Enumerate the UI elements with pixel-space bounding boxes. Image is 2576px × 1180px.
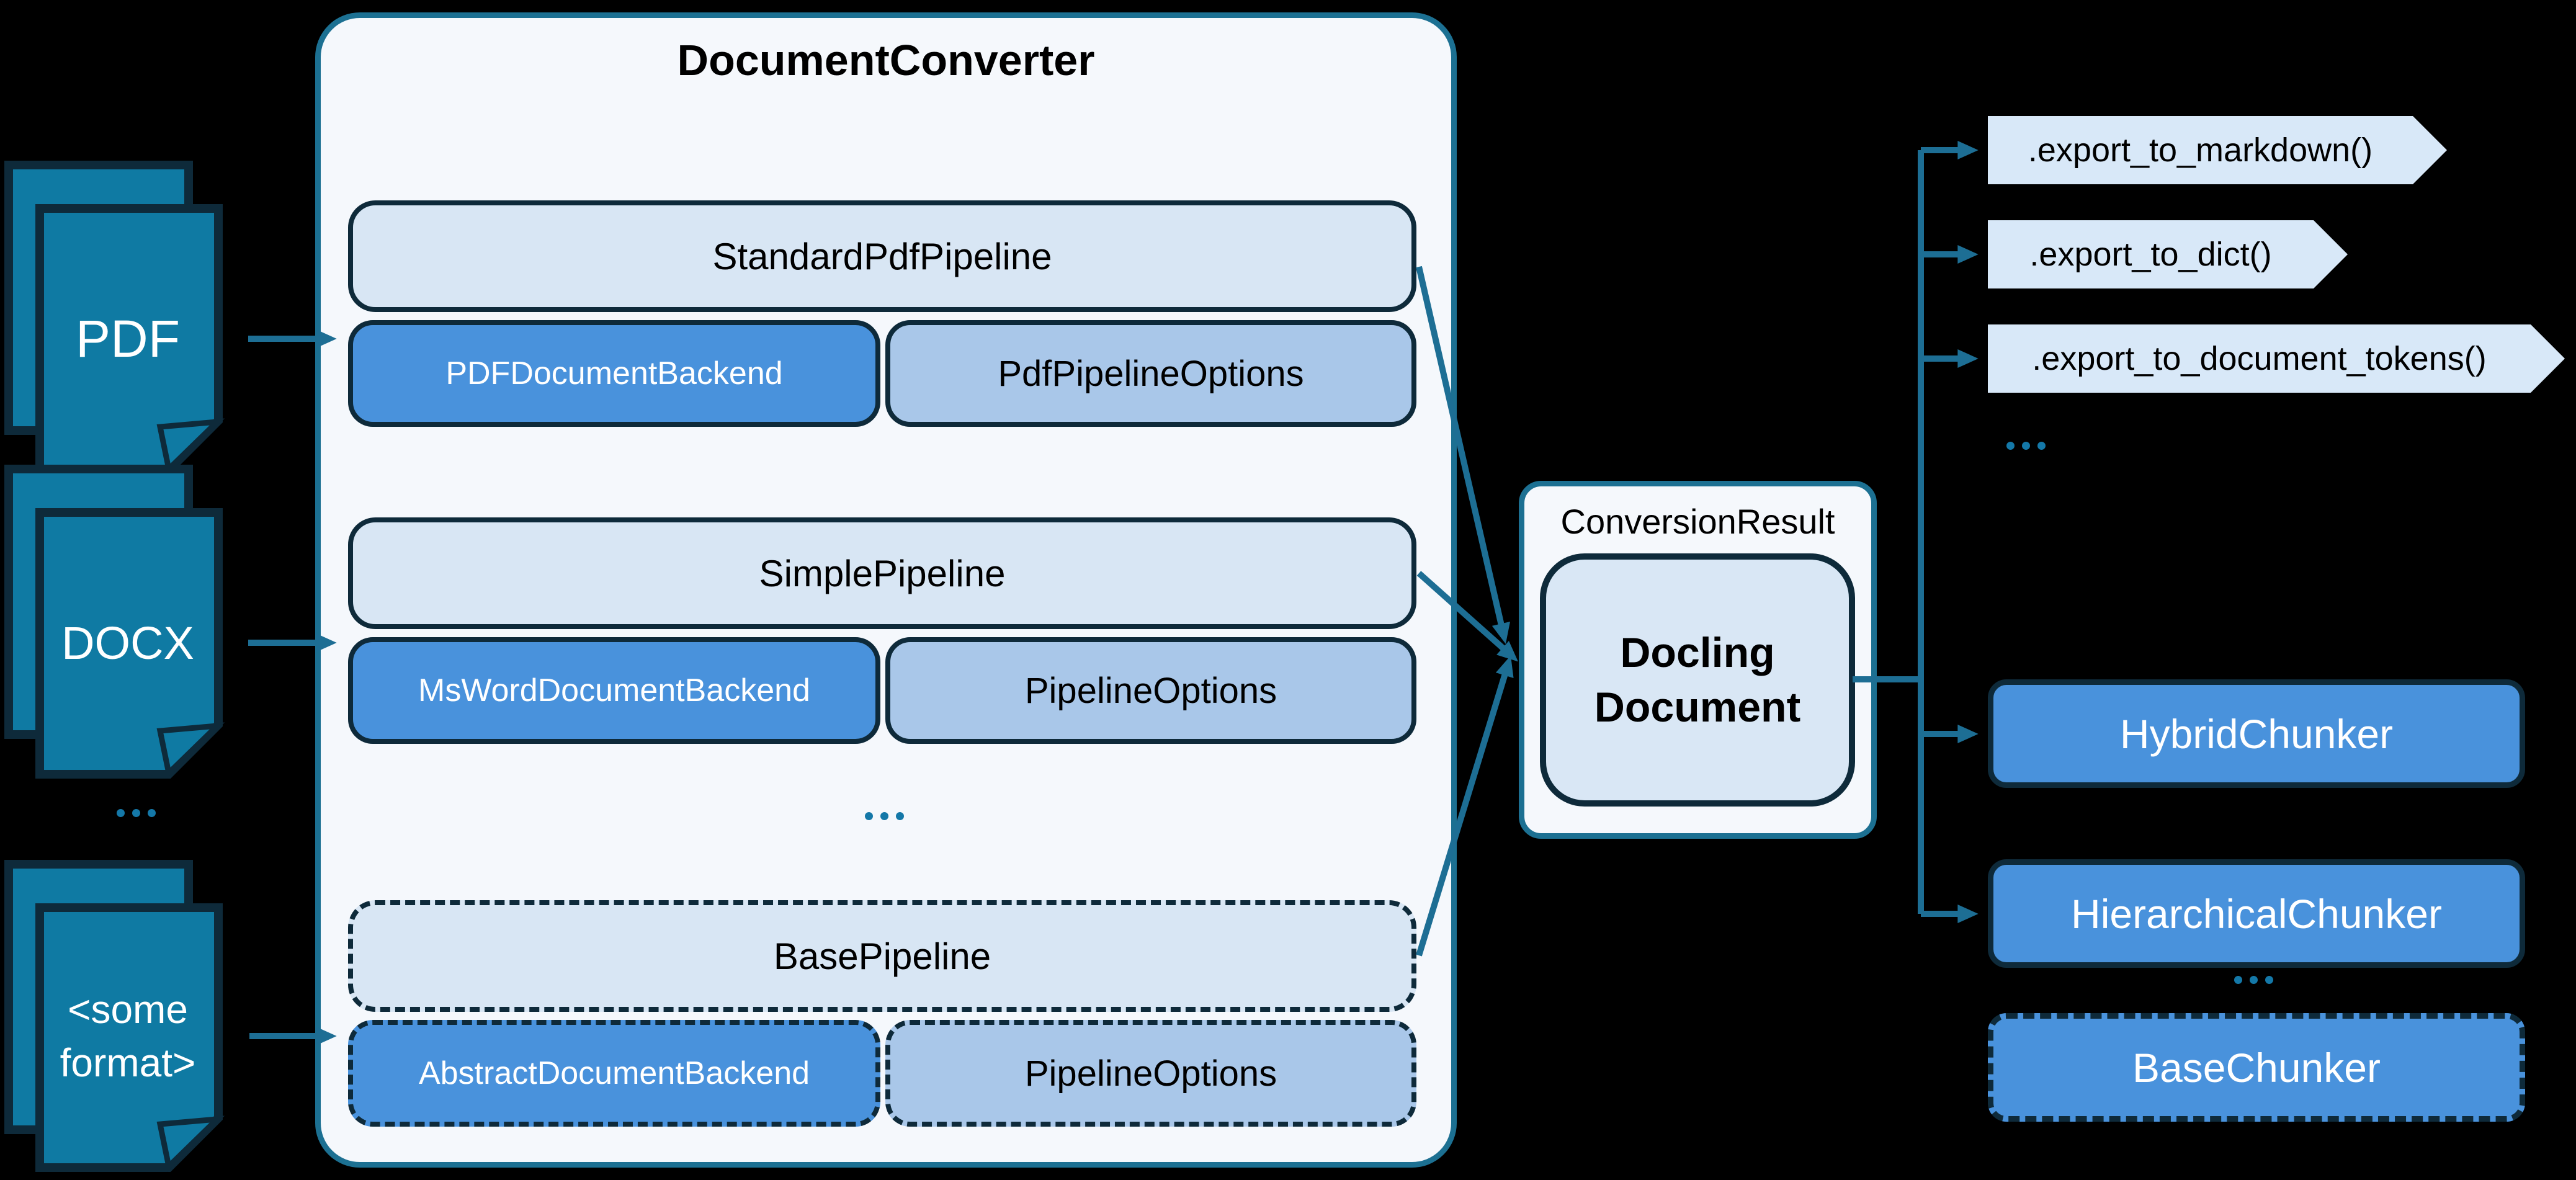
inputs-ellipsis (117, 809, 156, 817)
pipeline-base: BasePipeline (348, 900, 1416, 1012)
input-format-some-format-label: <some format> (60, 986, 196, 1085)
hybrid-chunker-box: HybridChunker (1988, 679, 2525, 788)
input-format-docx-label: DOCX (61, 617, 194, 669)
base-chunker-box: BaseChunker (1988, 1013, 2525, 1122)
some-format-document-stack-icon (4, 860, 225, 1172)
pipeline-standard-pdf: StandardPdfPipeline (348, 200, 1416, 312)
options-base-pipeline: PipelineOptions (885, 1020, 1416, 1127)
converter-ellipsis (865, 812, 904, 820)
export-to-markdown-tag: .export_to_markdown() (1988, 116, 2447, 184)
document-converter-title: DocumentConverter (677, 36, 1095, 84)
chunkers-ellipsis (2234, 976, 2273, 984)
docx-document-stack-icon (4, 465, 225, 779)
input-format-pdf-label: PDF (76, 309, 180, 368)
backend-msword-document: MsWordDocumentBackend (348, 637, 880, 744)
export-to-dict-tag: .export_to_dict() (1988, 220, 2348, 288)
docling-document-box: Docling Document (1540, 553, 1855, 807)
export-to-document-tokens-tag: .export_to_document_tokens() (1988, 324, 2565, 393)
pipeline-simple: SimplePipeline (348, 517, 1416, 629)
backend-abstract-document: AbstractDocumentBackend (348, 1020, 880, 1127)
conversion-result-label: ConversionResult (1560, 501, 1835, 541)
backend-pdf-document: PDFDocumentBackend (348, 320, 880, 427)
options-pipeline: PipelineOptions (885, 637, 1416, 744)
exports-ellipsis (2006, 442, 2046, 450)
hierarchical-chunker-box: HierarchicalChunker (1988, 859, 2525, 968)
options-pdf-pipeline: PdfPipelineOptions (885, 320, 1416, 427)
pdf-document-stack-icon (4, 161, 225, 475)
